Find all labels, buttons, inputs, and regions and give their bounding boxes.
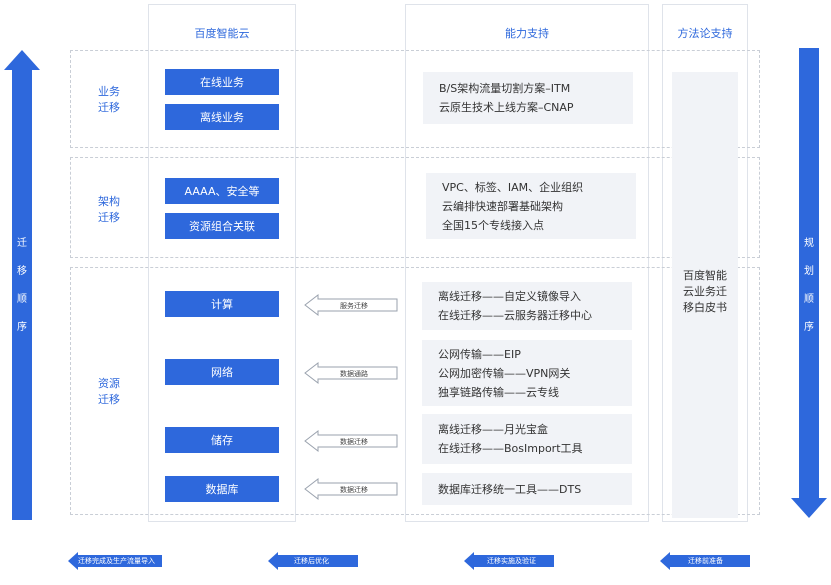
flow-arrow-database-icon bbox=[304, 478, 398, 500]
right-down-arrow bbox=[791, 48, 827, 518]
band-architecture bbox=[70, 157, 760, 258]
storage-button[interactable]: 储存 bbox=[165, 427, 279, 453]
database-button[interactable]: 数据库 bbox=[165, 476, 279, 502]
band-resource bbox=[70, 267, 760, 515]
methodology-panel bbox=[672, 72, 738, 518]
flow-arrow-network-icon bbox=[304, 362, 398, 384]
bottom-arrow-2-icon bbox=[268, 552, 358, 570]
flow-arrow-database-label: 数据迁移 bbox=[340, 486, 368, 494]
bottom-arrow-1-icon bbox=[68, 552, 162, 570]
compute-button[interactable]: 计算 bbox=[165, 291, 279, 317]
capability-box-database: 数据库迁移统一工具——DTS bbox=[422, 473, 632, 505]
flow-arrow-storage-label: 数据迁移 bbox=[340, 438, 368, 446]
network-button[interactable]: 网络 bbox=[165, 359, 279, 385]
bottom-arrow-1-label: 迁移完成及生产流量导入 bbox=[78, 557, 155, 565]
band-business bbox=[70, 50, 760, 148]
right-bar-label: 规 划 顺 序 bbox=[804, 238, 814, 333]
bottom-arrow-4-icon bbox=[660, 552, 750, 570]
flow-arrow-storage-icon bbox=[304, 430, 398, 452]
column-title-capability: 能力支持 bbox=[505, 27, 549, 40]
capability-box-business: B/S架构流量切割方案–ITM 云原生技术上线方案–CNAP bbox=[423, 72, 633, 124]
resource-combo-button[interactable]: 资源组合关联 bbox=[165, 213, 279, 239]
capability-box-architecture: VPC、标签、IAM、企业组织 云编排快速部署基础架构 全国15个专线接入点 bbox=[426, 173, 636, 239]
left-up-arrow bbox=[4, 50, 40, 520]
flow-arrow-compute-icon bbox=[304, 294, 398, 316]
aaaa-security-button[interactable]: AAAA、安全等 bbox=[165, 178, 279, 204]
band-label-business: 业务 迁移 bbox=[98, 85, 120, 114]
bottom-arrow-4-label: 迁移前准备 bbox=[688, 557, 723, 565]
flow-arrow-compute-label: 服务迁移 bbox=[340, 302, 368, 310]
bottom-arrow-2-label: 迁移后优化 bbox=[294, 557, 329, 565]
band-label-resource: 资源 迁移 bbox=[98, 377, 120, 406]
online-business-button[interactable]: 在线业务 bbox=[165, 69, 279, 95]
column-title-baidu-cloud: 百度智能云 bbox=[194, 27, 250, 40]
bottom-arrow-3-label: 迁移实施及验证 bbox=[487, 557, 536, 565]
capability-box-compute: 离线迁移——自定义镜像导入 在线迁移——云服务器迁移中心 bbox=[422, 282, 632, 330]
flow-arrow-network-label: 数据通路 bbox=[340, 370, 368, 378]
offline-business-button[interactable]: 离线业务 bbox=[165, 104, 279, 130]
methodology-text: 百度智能 云业务迁 移白皮书 bbox=[683, 269, 727, 314]
band-label-architecture: 架构 迁移 bbox=[98, 195, 120, 224]
capability-box-network: 公网传输——EIP 公网加密传输——VPN网关 独享链路传输——云专线 bbox=[422, 340, 632, 406]
capability-box-storage: 离线迁移——月光宝盒 在线迁移——BosImport工具 bbox=[422, 414, 632, 464]
bottom-arrow-3-icon bbox=[464, 552, 554, 570]
column-title-methodology: 方法论支持 bbox=[677, 27, 733, 40]
left-bar-label: 迁 移 顺 序 bbox=[17, 238, 27, 333]
